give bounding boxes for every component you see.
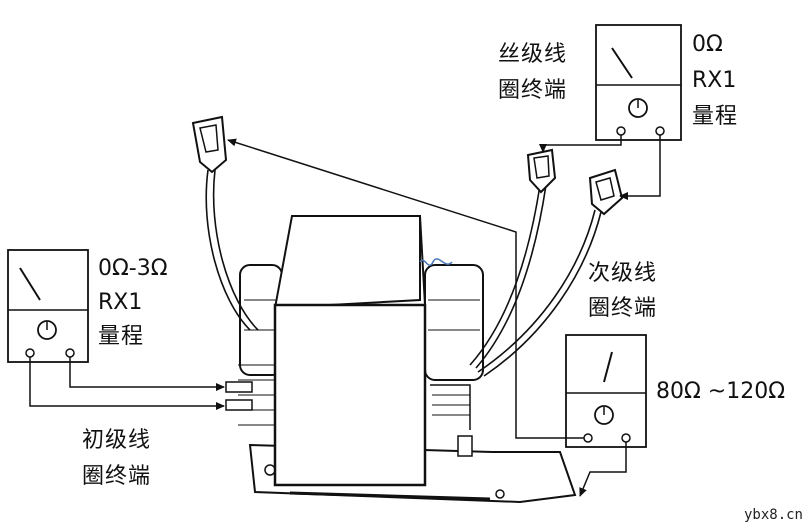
meter-top-right <box>595 24 682 141</box>
probe-wires-primary <box>29 357 225 410</box>
meter-left-range-word: 量程 <box>98 324 145 349</box>
lug-right <box>588 168 624 216</box>
filament-label-line1: 丝级线 <box>498 42 568 67</box>
meter-mid-right <box>565 334 647 448</box>
meter-needle <box>611 47 633 79</box>
meter-top-right-reading: 0Ω <box>692 32 723 57</box>
watermark: ybx8.cn <box>743 507 803 523</box>
probe-jack <box>616 126 626 136</box>
probe-jack <box>65 348 75 358</box>
primary-label-line2: 圈终端 <box>82 464 152 489</box>
meter-needle <box>603 351 613 383</box>
coil-winding <box>238 264 484 457</box>
probe-wires-filament <box>539 135 661 200</box>
primary-label-line1: 初级线 <box>82 428 152 453</box>
meter-needle <box>19 267 41 301</box>
meter-left <box>7 249 89 363</box>
lug-left <box>191 115 228 174</box>
scribble-mark <box>419 258 453 266</box>
meter-top-right-range-word: 量程 <box>692 104 739 129</box>
lug-filament <box>526 148 557 194</box>
meter-mid-right-reading: 80Ω ~120Ω <box>656 379 786 404</box>
secondary-label-line1: 次级线 <box>588 261 658 286</box>
probe-wires-secondary <box>227 138 627 497</box>
probe-jack <box>583 433 593 443</box>
meter-left-range-code: RX1 <box>98 290 143 315</box>
transformer-core <box>273 215 427 487</box>
meter-left-reading: 0Ω-3Ω <box>98 256 168 281</box>
meter-top-right-range-code: RX1 <box>692 68 737 93</box>
probe-jack <box>25 348 35 358</box>
primary-terminals <box>225 381 253 411</box>
probe-jack <box>655 126 665 136</box>
probe-jack <box>621 433 631 443</box>
secondary-label-line2: 圈终端 <box>588 296 658 321</box>
filament-label-line2: 圈终端 <box>498 78 568 103</box>
lead-wires <box>205 169 602 377</box>
